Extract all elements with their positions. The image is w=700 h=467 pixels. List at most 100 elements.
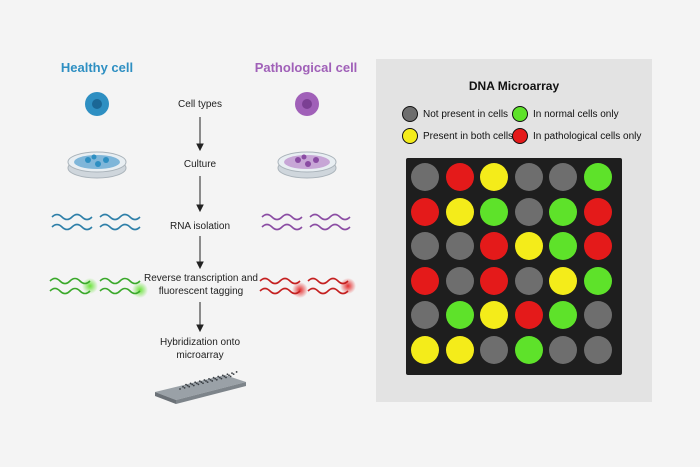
slide-spot [226,373,229,376]
slide-spot [179,388,181,390]
microarray-spot-green [549,197,577,226]
slide-spot [197,383,200,386]
slide-spot [189,382,192,385]
pathological-petri-dish-icon [277,151,337,179]
slide-spot [235,371,238,373]
slide-spot [185,383,187,386]
slide-spot [231,372,233,374]
legend-label: In normal cells only [533,108,619,120]
microarray-spot-yellow [549,266,577,295]
step-rna-isolation: RNA isolation [169,221,231,232]
microarray-panel: DNA Microarray Not present in cells In n… [376,59,652,402]
slide-spot [188,385,191,388]
slide-spot [192,384,195,387]
microarray-spot-yellow [480,163,508,191]
healthy-petri-dish-icon [67,151,127,179]
microarray-spot-gray [549,163,577,191]
slide-spot [211,380,214,382]
microarray-spot-red [411,266,439,295]
microarray-slide-icon [155,371,246,404]
microarray-spot-red [480,232,508,260]
step-reverse-transcription: Reverse transcription and fluorescent ta… [144,273,258,297]
legend-label: In pathological cells only [533,130,642,142]
microarray-spot-gray [445,232,474,260]
step-hybridization: Hybridization onto microarray [159,337,241,361]
pathological-cell-icon [295,92,319,116]
slide-spot [232,373,235,376]
microarray-spot-green [480,197,508,226]
microarray-spot-red [583,232,612,260]
slide-spot [182,385,184,388]
microarray-spot-yellow [480,301,508,329]
slide-spot [191,383,194,386]
slide-spot [200,381,203,384]
slide-spot [209,379,212,381]
slide-spot [183,386,186,389]
microarray-spot-gray [480,335,508,364]
microarray-spot-gray [411,232,439,260]
legend-label: Not present in cells [423,108,509,120]
slide-spot [217,375,220,378]
microarray-spot-yellow [445,335,474,364]
legend-both: Present in both cells [402,128,513,144]
step-culture: Culture [183,159,217,170]
pathological-tagged-cdna-icon [259,277,356,298]
microarray-spot-red [480,266,508,295]
microarray-spot-red [445,163,474,191]
legend-pathological-only: In pathological cells only [512,128,641,144]
slide-spot [195,382,198,385]
slide-spot [203,379,206,381]
microarray-spot-gray [411,301,439,329]
microarray-spot-green [514,335,543,364]
legend-dot-red [512,128,528,144]
slide-spot [186,384,189,387]
microarray-spot-gray [514,266,543,295]
microarray-spot-yellow [411,335,439,364]
step-cell-types: Cell types [178,99,222,110]
microarray-spot-gray [549,335,577,364]
microarray-grid [406,158,622,375]
legend-dot-gray [402,106,418,122]
slide-spot [215,378,218,381]
flow-arrows [196,117,204,333]
slide-spot [221,374,224,377]
legend-label: Present in both cells [423,130,514,142]
slide-spot [212,376,215,379]
microarray-spot-gray [411,163,439,191]
microarray-spot-green [549,301,577,329]
legend-not-present: Not present in cells [402,106,508,122]
healthy-cell-icon [85,92,109,116]
slide-spot [202,382,204,385]
microarray-spot-red [514,301,543,329]
slide-spot [223,375,226,378]
slide-spot [228,374,230,377]
legend-dot-yellow [402,128,418,144]
slide-spot [229,375,232,378]
pathological-rna-icon [261,213,351,231]
microarray-spot-gray [583,335,612,364]
slide-spot [205,380,207,382]
legend-normal-only: In normal cells only [512,106,619,122]
microarray-spot-green [445,301,474,329]
slide-spot [220,377,223,380]
microarray-spot-yellow [445,197,474,226]
microarray-spot-green [549,232,577,260]
microarray-title: DNA Microarray [468,79,560,93]
microarray-spot-green [583,163,612,191]
healthy-tagged-cdna-icon [49,277,148,298]
microarray-spot-red [583,197,612,226]
microarray-spot-gray [445,266,474,295]
microarray-spot-green [583,266,612,295]
slide-spot [206,381,209,383]
microarray-spot-gray [514,163,543,191]
microarray-spot-yellow [514,232,543,260]
healthy-cell-title: Healthy cell [60,60,134,75]
legend-dot-green [512,106,528,122]
microarray-spot-gray [514,197,543,226]
slide-spot [208,377,210,380]
slide-spot [198,380,201,383]
pathological-cell-title: Pathological cell [254,60,358,75]
microarray-spot-red [411,197,439,226]
